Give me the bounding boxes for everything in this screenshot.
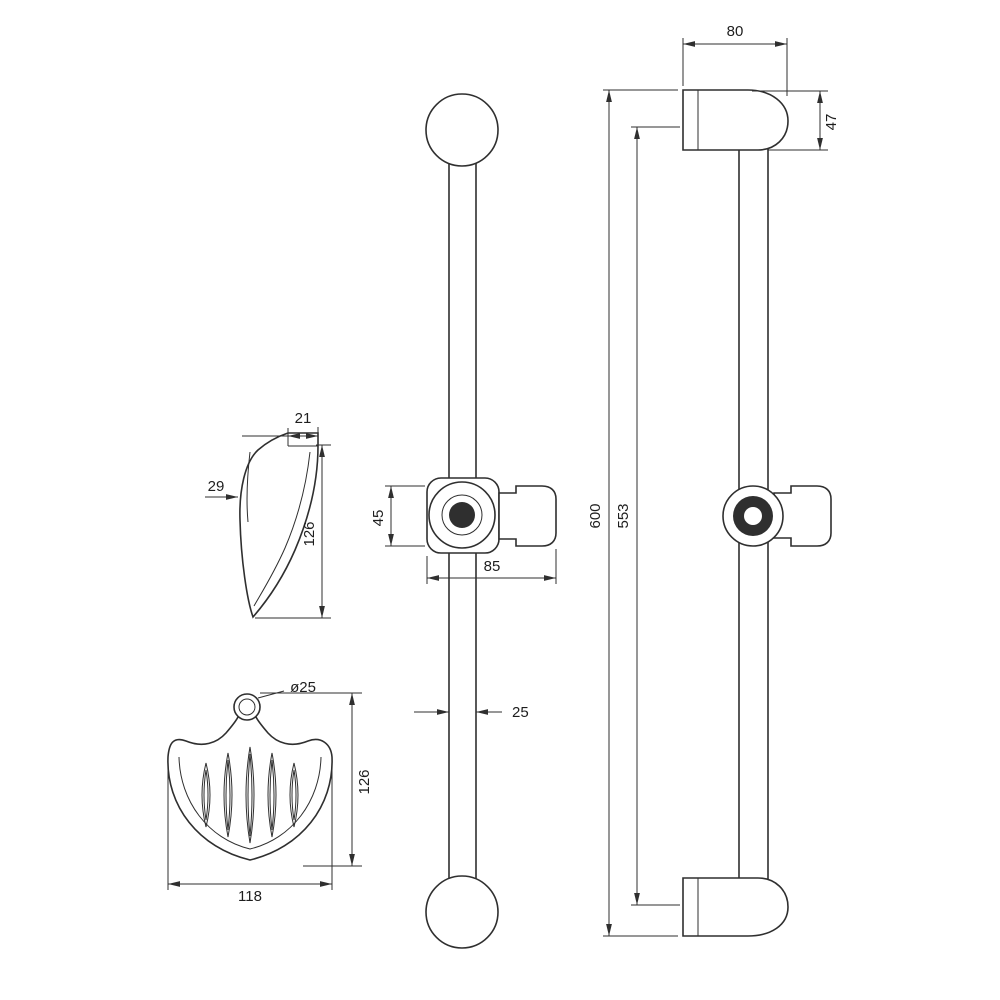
slider-knob-ring [441,494,483,536]
dish-ring-inner [238,698,256,716]
holder-wall-face-line [246,451,251,523]
dim-label-tube-diameter: 25 [512,704,529,721]
rail-end-cap-bottom [425,875,499,949]
dim-label-holder-height: 126 [301,521,318,546]
dim-label-dish-width: 118 [238,888,262,905]
dish-slot [289,762,299,828]
handset-holder-front [498,485,557,547]
dim-label-overall-length: 600 [587,503,604,528]
dim-label-dish-height: 126 [356,769,373,794]
dish-slot-inner [203,769,209,821]
dim-label-ring-diameter: ø25 [290,679,316,696]
dish-slot-inner [291,769,297,821]
dim-lead-ring-diameter [257,690,285,699]
rail-side-view: 80 47 600 553 [587,23,840,937]
dish-slot-inner [225,759,231,831]
dim-label-holder-depth: 29 [208,478,225,495]
dish-slot [267,752,277,838]
dish-slot [223,752,233,838]
slider-side-knob-center [744,507,762,525]
wall-bracket-bottom [682,877,789,937]
dim-label-slider-width: 85 [484,558,501,575]
dish-ring-outer [233,693,261,721]
soap-dish-view: ø25 126 118 [167,679,373,905]
dish-outline [167,716,333,861]
wall-bracket-top [682,89,789,151]
holder-side-view: 21 29 126 [205,410,331,619]
dim-label-slider-height: 45 [370,510,387,527]
dish-slot-inner [269,759,275,831]
dish-slot [245,746,255,844]
holder-inner-curve [253,451,311,607]
slider-knob-dot [449,502,475,528]
handset-holder-side [773,485,832,547]
dim-label-holder-top-width: 21 [295,410,312,427]
dim-label-bracket-height: 47 [823,114,840,131]
dish-drain-slots [201,746,299,844]
dim-label-bracket-width: 80 [727,23,744,40]
rail-end-cap-top [425,93,499,167]
dish-inner-rim [178,756,322,850]
rail-front-view: 45 85 25 [370,93,557,949]
holder-profile-outline [239,432,319,619]
dish-slot-inner [247,753,253,837]
dish-slot [201,762,211,828]
dim-label-inner-length: 553 [615,503,632,528]
